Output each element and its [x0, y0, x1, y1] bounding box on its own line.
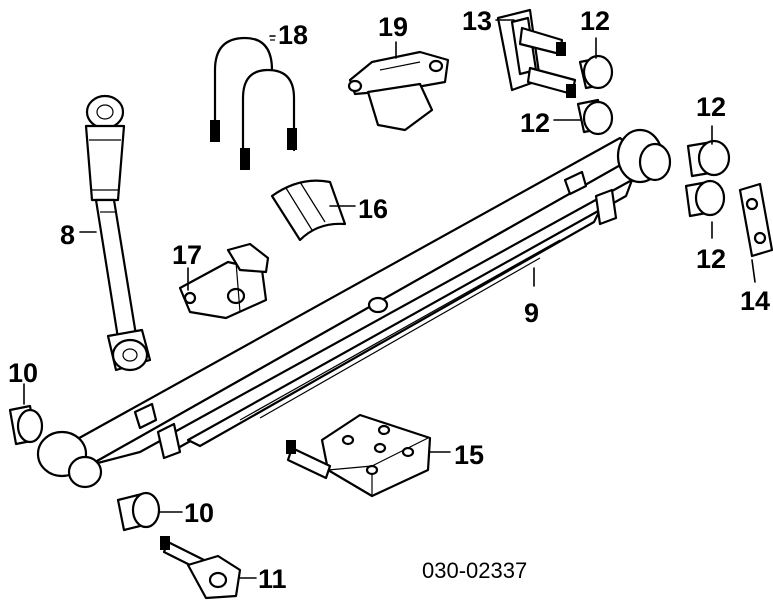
callout-12-right-upper: 12 — [696, 92, 726, 122]
callout-13: 13 — [462, 6, 492, 36]
callout-10-lower: 10 — [184, 498, 214, 528]
part-9-leaf-spring[interactable] — [36, 128, 672, 489]
callout-14: 14 — [740, 286, 770, 316]
callout-17: 17 — [172, 240, 202, 270]
part-8-shock-absorber[interactable] — [84, 94, 152, 372]
callout-18: 18 — [278, 20, 308, 50]
callout-labels: 8 9 10 10 11 12 12 12 12 13 14 15 16 17 … — [8, 6, 770, 594]
diagram-code: 030-02337 — [422, 558, 527, 583]
part-12-bushing-b[interactable] — [576, 98, 614, 136]
part-12-bushing-c[interactable] — [686, 139, 731, 178]
callout-15: 15 — [454, 440, 484, 470]
part-11-pin[interactable] — [160, 536, 242, 600]
part-13-shackle[interactable] — [496, 8, 577, 98]
callout-11: 11 — [258, 564, 287, 594]
callout-16: 16 — [358, 194, 388, 224]
part-10-bushing-b[interactable] — [116, 491, 161, 532]
callout-9: 9 — [524, 298, 539, 328]
part-16-pad[interactable] — [270, 179, 347, 242]
part-17-bracket[interactable] — [178, 242, 270, 320]
part-12-bushing-a[interactable] — [578, 54, 614, 90]
part-18-u-bolts[interactable] — [210, 36, 297, 170]
part-14-shackle-plate[interactable] — [738, 182, 773, 258]
leader-lines — [23, 19, 756, 579]
callout-12-middle: 12 — [520, 108, 550, 138]
part-15-spring-plate[interactable] — [286, 413, 432, 498]
callout-8: 8 — [60, 220, 75, 250]
callout-12-top: 12 — [580, 6, 610, 36]
callout-12-right-lower: 12 — [696, 244, 726, 274]
part-10-bushing-a[interactable] — [8, 404, 44, 446]
part-19-bump-stopper[interactable] — [347, 50, 450, 132]
callout-19: 19 — [378, 12, 408, 42]
callout-10-upper: 10 — [8, 358, 38, 388]
part-12-bushing-d[interactable] — [684, 179, 726, 218]
